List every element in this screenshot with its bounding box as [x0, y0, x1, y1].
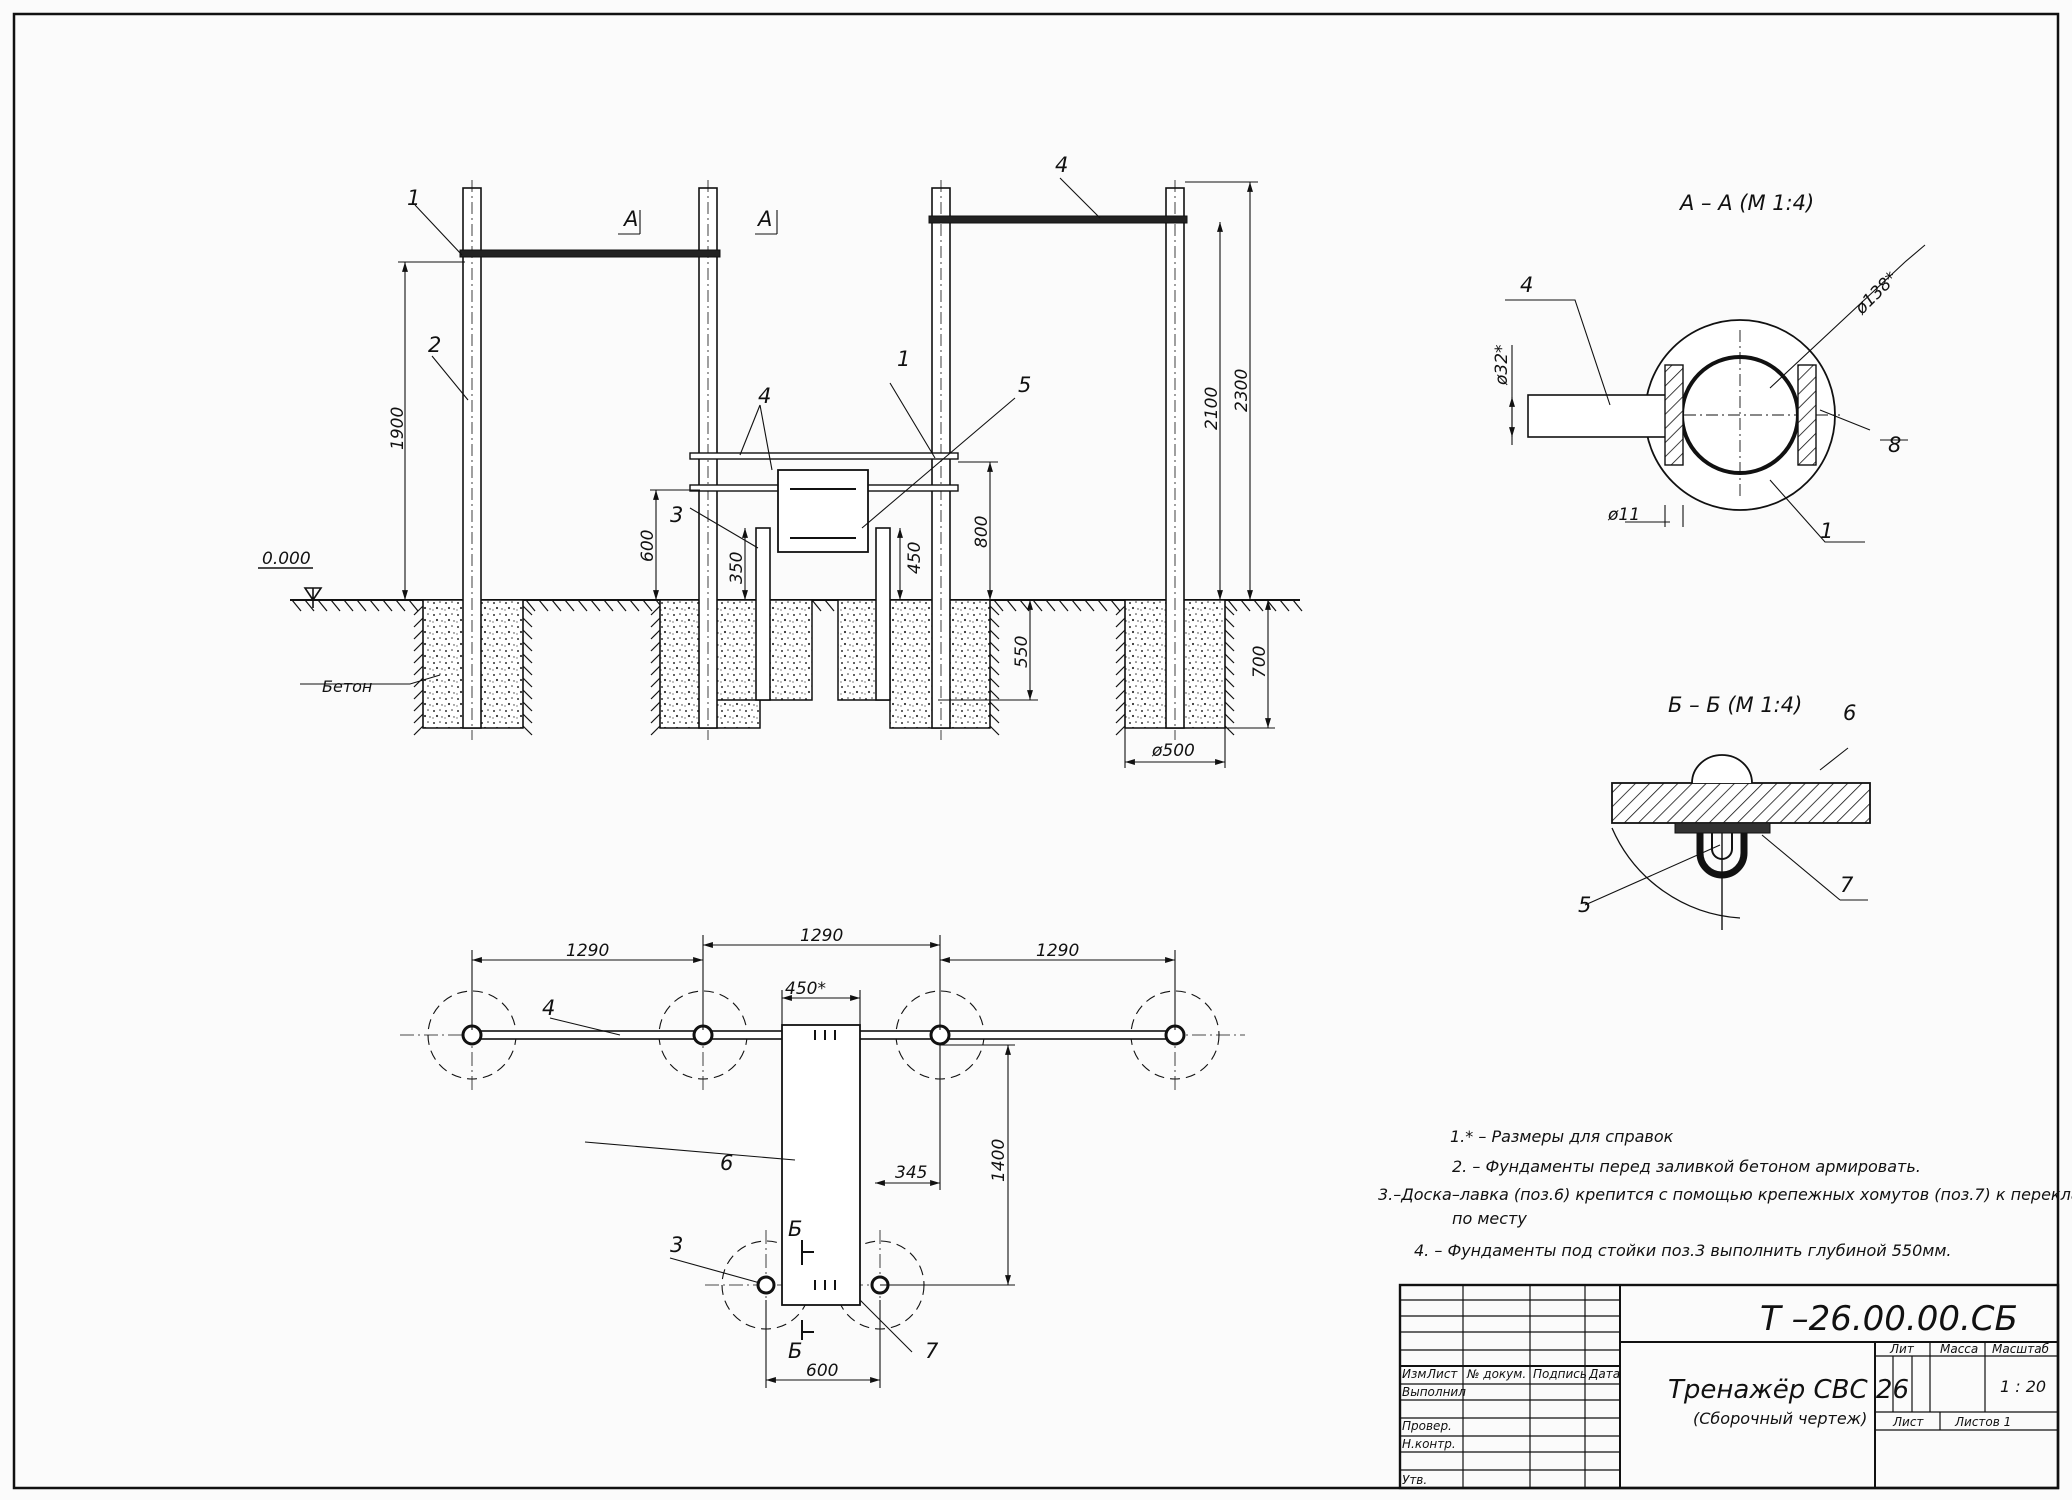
dim-450: 450: [905, 542, 925, 574]
section-b-b: [1584, 747, 1871, 930]
plan-view: [400, 935, 1245, 1388]
plan-dim-1290-middle: 1290: [800, 926, 843, 946]
outer-frame: [12, 12, 2060, 1490]
plan-dim-600: 600: [806, 1361, 838, 1381]
plan-dim-345: 345: [895, 1163, 927, 1183]
tb-scale-label: Масштаб: [1992, 1342, 2050, 1356]
aa-label-d11: ø11: [1607, 505, 1640, 525]
elevation-view: [258, 177, 1303, 768]
section-mark-a-right: А: [756, 207, 772, 231]
tb-approved: Утв.: [1402, 1473, 1427, 1487]
plan-labels: 1290 1290 1290 450* 345 1400 600 4 6 3 7…: [542, 926, 1079, 1381]
aa-label-4: 4: [1520, 273, 1533, 297]
aa-label-1: 1: [1820, 519, 1833, 543]
tb-date: Дата: [1588, 1367, 1620, 1381]
plan-dim-1400: 1400: [989, 1139, 1009, 1182]
tb-ncontr: Н.контр.: [1402, 1437, 1456, 1451]
tb-sign: Подпись: [1533, 1367, 1587, 1381]
top-bar-left: [459, 249, 721, 258]
tb-doc-code: Т –26.00.00.СБ: [1760, 1299, 2018, 1339]
note-1: 1.* – Размеры для справок: [1450, 1127, 1674, 1146]
title-block: [1398, 1283, 2060, 1490]
tb-doc: № докум.: [1466, 1367, 1526, 1381]
elevation-labels: 1 2 3 4 1 4 5 А А 0.000 Бетон 1900 600 3…: [262, 153, 1270, 761]
bb-label-6: 6: [1843, 701, 1856, 725]
bb-label-7: 7: [1840, 873, 1854, 897]
section-a-a: [1505, 244, 1926, 543]
dim-700: 700: [1250, 646, 1270, 678]
callout-4-middle: 4: [758, 384, 771, 408]
dim-550: 550: [1012, 636, 1032, 668]
level-label: 0.000: [262, 549, 311, 569]
plan-dim-1290-left: 1290: [566, 941, 609, 961]
dim-1900: 1900: [388, 407, 408, 450]
tb-izm: Изм: [1402, 1367, 1426, 1381]
top-bar-right: [928, 215, 1188, 224]
tb-sheets: Листов 1: [1954, 1415, 2011, 1429]
bb-label-5: 5: [1578, 893, 1591, 917]
section-aa-title: А – А (М 1:4): [1678, 191, 1814, 215]
dim-500: ø500: [1151, 741, 1195, 761]
callout-4-top: 4: [1055, 153, 1068, 177]
note-4: 4. – Фундаменты под стойки поз.3 выполни…: [1414, 1241, 1951, 1260]
short-post-1: [755, 527, 771, 701]
bb-board: [1611, 782, 1871, 824]
plan-dim-1290-right: 1290: [1036, 941, 1079, 961]
aa-label-8: 8: [1888, 433, 1901, 457]
aa-label-d138: ø138*: [1851, 268, 1902, 319]
middle-bar-upper: [689, 452, 959, 460]
callout-1-left: 1: [407, 186, 420, 210]
dim-800: 800: [972, 516, 992, 548]
plan-post-5: [756, 1275, 776, 1295]
plan-section-mark-bottom: Б: [788, 1339, 802, 1363]
dim-2100: 2100: [1202, 387, 1222, 430]
section-mark-a-left: А: [622, 207, 638, 231]
dim-2300: 2300: [1232, 369, 1252, 412]
callout-1-right: 1: [897, 347, 910, 371]
tb-scale: 1 : 20: [2000, 1377, 2046, 1396]
tb-list: Лист: [1426, 1367, 1458, 1381]
note-3-cont: по месту: [1452, 1209, 1527, 1228]
aa-label-d32: ø32*: [1492, 344, 1512, 386]
tb-made: Выполнил: [1402, 1385, 1466, 1399]
callout-3: 3: [670, 503, 683, 527]
notes: 1.* – Размеры для справок 2. – Фундамент…: [1378, 1127, 2072, 1260]
tb-sheet: Лист: [1892, 1415, 1924, 1429]
plan-dim-450: 450*: [785, 979, 826, 999]
section-bb-title: Б – Б (М 1:4): [1668, 693, 1802, 717]
plan-section-mark-top: Б: [788, 1217, 802, 1241]
section-b-b-labels: Б – Б (М 1:4) 6 5 7: [1578, 693, 1856, 917]
callout-5: 5: [1018, 373, 1031, 397]
plan-callout-3: 3: [670, 1233, 683, 1257]
tb-mass: Масса: [1940, 1342, 1978, 1356]
bench-board: [777, 469, 869, 553]
concrete-label: Бетон: [322, 677, 372, 696]
plan-callout-7: 7: [925, 1339, 939, 1363]
aa-crossbar: [1527, 394, 1677, 438]
note-2: 2. – Фундаменты перед заливкой бетоном а…: [1452, 1157, 1921, 1176]
tb-subtitle: (Сборочный чертеж): [1693, 1409, 1867, 1428]
dim-600: 600: [638, 530, 658, 562]
tb-check: Провер.: [1402, 1419, 1452, 1433]
callout-2: 2: [428, 333, 441, 357]
plan-callout-4: 4: [542, 996, 555, 1020]
plan-callout-6: 6: [720, 1151, 733, 1175]
tb-lit: Лит: [1889, 1342, 1915, 1356]
tb-name: Тренажёр СВС 26: [1668, 1375, 1909, 1405]
plan-bench: [781, 1024, 861, 1306]
dim-350: 350: [727, 552, 747, 584]
short-post-2: [875, 527, 891, 701]
title-block-text: Изм Лист № докум. Подпись Дата Выполнил …: [1402, 1299, 2050, 1487]
note-3: 3.–Доска–лавка (поз.6) крепится с помощь…: [1378, 1185, 2072, 1204]
